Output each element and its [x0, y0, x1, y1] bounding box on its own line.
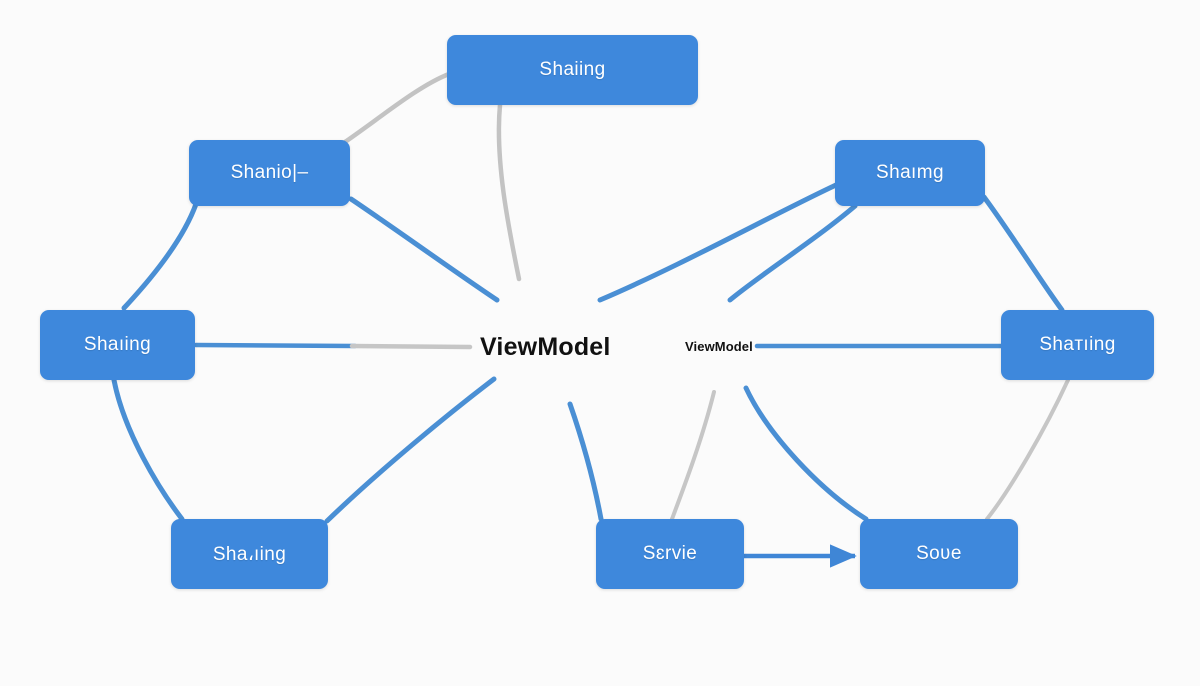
- node-upper-left[interactable]: Shanio|–: [189, 140, 350, 206]
- node-label: Soʋe: [916, 543, 962, 564]
- node-label: Shaıing: [83, 334, 152, 355]
- node-label: Shaтıing: [1039, 334, 1116, 355]
- node-mid-right[interactable]: Shaтıing: [1001, 310, 1154, 380]
- edge-upperright-center-inner: [727, 203, 858, 303]
- edge-midleft-center-gray: [349, 343, 473, 350]
- node-label: Shanio|–: [230, 162, 309, 183]
- edge-midright-lowerright: [985, 378, 1070, 521]
- node-label: Sha،ıing: [212, 543, 287, 565]
- node-top-center[interactable]: Shaiing: [447, 35, 698, 105]
- center-label-viewmodel-primary: ViewModel: [480, 333, 611, 361]
- center-label-viewmodel-secondary: ViewModel: [685, 339, 753, 354]
- edge-upperright-center-outer: [597, 182, 839, 303]
- edge-upperleft-topcenter: [342, 71, 452, 145]
- edge-midleft-center-blue: [193, 342, 358, 349]
- node-lower-mid-service[interactable]: Sɛrvie: [596, 519, 744, 589]
- edge-upperleft-midleft: [121, 201, 199, 311]
- node-label: Sɛrvie: [642, 543, 698, 564]
- node-label: Shaiing: [539, 59, 606, 80]
- edge-center-lowerright: [743, 385, 869, 522]
- node-lower-right-save[interactable]: Soʋe: [860, 519, 1018, 589]
- edge-center-lowermid-left: [567, 401, 604, 522]
- edge-lowerleft-center: [324, 376, 497, 524]
- edge-upperright-midright: [981, 194, 1065, 313]
- node-label: Shaımg: [876, 162, 944, 183]
- edge-upperleft-center: [348, 196, 500, 303]
- edge-center-lowermid: [670, 390, 716, 521]
- edge-midleft-lowerleft: [111, 377, 185, 522]
- node-lower-left[interactable]: Sha،ıing: [171, 519, 328, 589]
- edge-topcenter-center: [496, 102, 522, 282]
- node-mid-left[interactable]: Shaıing: [40, 310, 195, 380]
- node-upper-right[interactable]: Shaımg: [835, 140, 985, 206]
